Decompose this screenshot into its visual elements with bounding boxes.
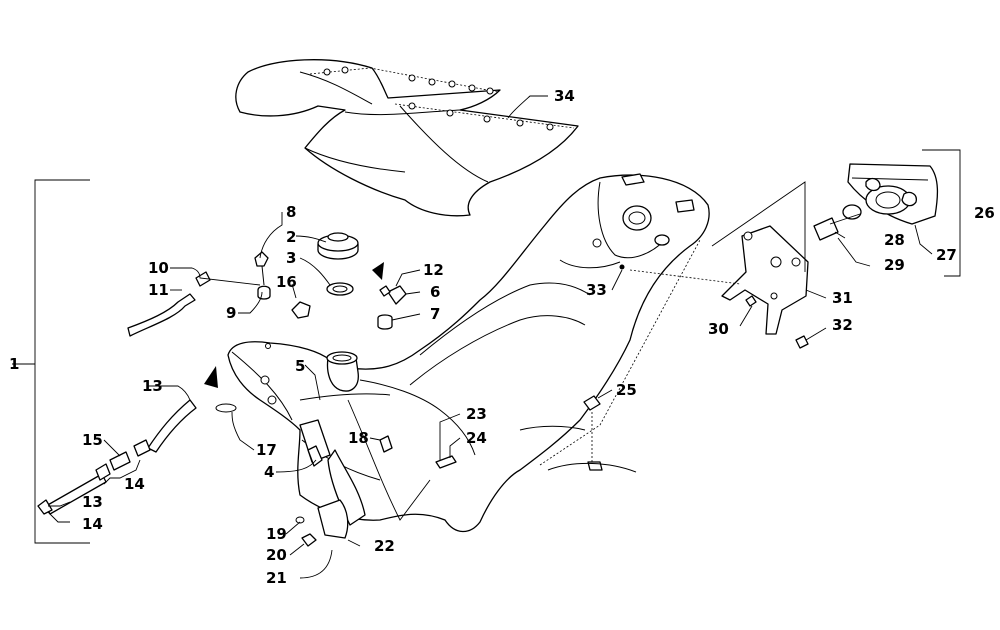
- callout-8: 8: [286, 203, 296, 221]
- callout-31: 31: [832, 289, 853, 307]
- callout-23: 23: [466, 405, 487, 423]
- callout-1: 1: [9, 355, 19, 373]
- callout-5: 5: [295, 357, 305, 375]
- leader-lines: [12, 95, 933, 579]
- taillight-part: [813, 163, 939, 241]
- callout-14-upper: 14: [124, 475, 145, 493]
- callout-22: 22: [374, 537, 395, 555]
- callout-21: 21: [266, 569, 287, 587]
- callout-7: 7: [430, 305, 440, 323]
- seat-part: [235, 59, 579, 217]
- callout-14-lower: 14: [82, 515, 103, 533]
- callout-13-upper: 13: [142, 377, 163, 395]
- callout-27: 27: [936, 246, 957, 264]
- callout-34: 34: [554, 87, 575, 105]
- callout-30: 30: [708, 320, 729, 338]
- callout-32: 32: [832, 316, 853, 334]
- callout-15: 15: [82, 431, 103, 449]
- callout-16: 16: [276, 273, 297, 291]
- fitting-parts: [372, 262, 407, 330]
- callout-25: 25: [616, 381, 637, 399]
- callout-12: 12: [423, 261, 444, 279]
- callout-29: 29: [884, 256, 905, 274]
- fuel-line-parts: [37, 366, 237, 515]
- callout-17: 17: [256, 441, 277, 459]
- fuel-cap-part: [317, 232, 359, 296]
- callout-labels: 1 2 3 4 5 6 7 8 9 10 11 12 13 13 14 14 1…: [9, 87, 995, 587]
- callout-2: 2: [286, 228, 296, 246]
- fastener-parts: [295, 395, 637, 547]
- callout-19: 19: [266, 525, 287, 543]
- callout-10: 10: [148, 259, 169, 277]
- callout-26: 26: [974, 204, 995, 222]
- callout-6: 6: [430, 283, 440, 301]
- group-bracket-right: [922, 149, 961, 277]
- callout-13-lower: 13: [82, 493, 103, 511]
- vent-hose-parts: [127, 251, 311, 337]
- group-bracket-left: [34, 179, 90, 544]
- callout-11: 11: [148, 281, 169, 299]
- callout-4: 4: [264, 463, 274, 481]
- callout-9: 9: [226, 304, 236, 322]
- callout-24: 24: [466, 429, 487, 447]
- bracket-part: [721, 225, 809, 349]
- callout-33: 33: [586, 281, 607, 299]
- callout-28: 28: [884, 231, 905, 249]
- callout-3: 3: [286, 249, 296, 267]
- callout-18: 18: [348, 429, 369, 447]
- body-tank-part: [227, 173, 710, 533]
- callout-20: 20: [266, 546, 287, 564]
